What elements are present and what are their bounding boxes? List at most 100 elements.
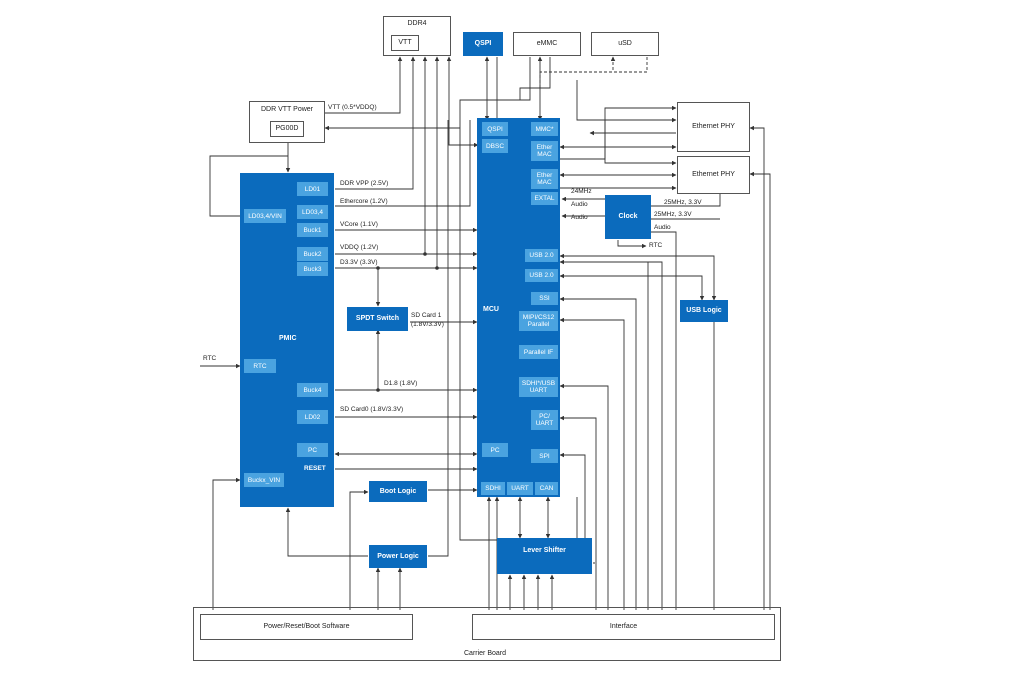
signal-24mhz: 24MHz [571,188,592,195]
mcu-ssi: SSI [531,292,558,305]
mcu-mipi-csi2: MIPI/CS12 Parallel [519,311,558,331]
pmic-buckx-vin-label: Buckx_VIN [247,476,281,484]
pmic-pc: PC [297,443,328,457]
pmic-ldo34-vin: LD03,4/VIN [244,209,286,223]
emmc-chip-label: eMMC [536,40,558,47]
level-shifter-label: Lever Shifter [523,547,566,554]
mcu-dbsc-label: DBSC [485,142,505,150]
power-reset-boot-software-label: Power/Reset/Boot Software [263,623,350,630]
pmic-buckx-vin: Buckx_VIN [244,473,284,487]
power-logic-block: Power Logic [369,545,427,568]
mcu-dbsc: DBSC [482,139,508,153]
clock-block: Clock [605,195,651,239]
mcu-spi-label: SPI [539,452,550,460]
ddr4-label: DDR4 [407,20,427,27]
pmic-ldo34: LD03,4 [297,205,328,219]
signal-d18: D1.8 (1.8V) [384,380,418,387]
signal-audio-2: Audio [571,214,588,221]
signal-rtc-in: RTC [203,355,217,362]
spdt-switch-label: SPDT Switch [355,315,400,322]
mcu-pc-label: PC [490,446,500,454]
mcu-usb20-1: USB 2.0 [525,249,558,262]
signal-vcore: VCore (1.1V) [340,221,378,228]
pmic-ldo1: LD01 [297,182,328,196]
usb-logic-label: USB Logic [686,307,722,314]
ddr4-vtt-label: VTT [398,39,412,46]
pmic-rtc-label: RTC [253,362,267,370]
mcu-sdhi-usb-uart-label: SDHI*/USB UART [521,380,556,394]
mcu-can: CAN [535,482,558,495]
boot-logic-label: Boot Logic [379,487,417,495]
pmic-rtc: RTC [244,359,276,373]
signal-rtc-out: RTC [649,242,663,249]
pmic-buck3-label: Buck3 [303,265,322,273]
mcu-uart: UART [507,482,533,495]
boot-logic-block: Boot Logic [369,481,427,502]
clock-label: Clock [618,213,638,220]
ddr4-vtt-pin: VTT [391,35,419,51]
signal-25mhz-1: 25MHz, 3.3V [664,199,702,206]
pmic-buck4: Buck4 [297,383,328,397]
mcu-qspi-label: QSPI [487,125,503,133]
carrier-board-label: Carrier Board [464,650,507,657]
ddr-vtt-power-label: DDR VTT Power [261,106,313,113]
signal-sd-card1-line1: SD Card 1 [411,312,442,319]
pmic-ldo34-vin-label: LD03,4/VIN [248,212,282,220]
pmic-label: PMIC [279,335,297,342]
interface-label: Interface [609,623,638,630]
pmic-buck1: Buck1 [297,223,328,237]
mcu-usb20-1-label: USB 2.0 [529,252,554,259]
mcu-can-label: CAN [539,485,554,492]
pmic-pc-label: PC [307,446,318,454]
emmc-chip: eMMC [513,32,581,56]
signal-vtt-vddq: VTT (0.5*VDDQ) [328,104,377,111]
ethernet-phy-1-label: Ethernet PHY [692,123,735,130]
pmic-ldo1-label: LD01 [304,185,321,193]
mcu-mipi-csi2-label: MIPI/CS12 Parallel [522,314,555,328]
mcu-pc-uart-label: PC/ UART [535,413,554,427]
mcu-mmc: MMC* [531,122,558,136]
signal-25mhz-2: 25MHz, 3.3V [654,211,692,218]
mcu-pc: PC [482,443,508,457]
pmic-buck1-label: Buck1 [303,226,322,234]
mcu-parallel-if: Parallel IF [519,345,558,359]
pmic-ldo34-label: LD03,4 [302,208,323,216]
pmic-ldo2-label: LD02 [304,413,321,421]
mcu-label: MCU [483,306,499,313]
mcu-qspi: QSPI [482,122,508,136]
signal-sd-card0: SD Card0 (1.8V/3.3V) [340,406,404,413]
spdt-switch-block: SPDT Switch [347,307,408,331]
interface-block: Interface [472,614,775,640]
mcu-ether-mac-2-label: Ether MAC [536,172,553,186]
pgood-label: PG00D [275,125,299,132]
pmic-buck2: Buck2 [297,247,328,261]
mcu-ssi-label: SSI [539,295,550,302]
qspi-chip: QSPI [463,32,503,56]
usd-chip: uSD [591,32,659,56]
mcu-ether-mac-2: Ether MAC [531,169,558,189]
mcu-pc-uart: PC/ UART [531,410,558,430]
signal-vddq: VDDQ (1.2V) [340,244,379,251]
pmic-reset-label: RESET [304,465,326,472]
power-reset-boot-software: Power/Reset/Boot Software [200,614,413,640]
mcu-ether-mac-1-label: Ether MAC [536,144,553,158]
signal-audio-1: Audio [571,201,588,208]
ethernet-phy-2: Ethernet PHY [677,156,750,194]
usb-logic-block: USB Logic [680,300,728,322]
mcu-parallel-if-label: Parallel IF [523,348,554,356]
pmic-buck2-label: Buck2 [303,250,322,258]
signal-sd-card1-line2: (1.8V/3.3V) [411,321,444,328]
mcu-sdhi-usb-uart: SDHI*/USB UART [519,377,558,397]
signal-audio-3: Audio [654,224,671,231]
mcu-extal: EXTAL [531,192,558,205]
mcu-ether-mac-1: Ether MAC [531,141,558,161]
power-logic-label: Power Logic [377,552,419,560]
ethernet-phy-2-label: Ethernet PHY [692,171,735,178]
mcu-mmc-label: MMC* [535,125,554,133]
mcu-usb20-2: USB 2.0 [525,269,558,282]
signal-ddr-vpp: DDR VPP (2.5V) [340,180,389,187]
signal-d33: D3.3V (3.3V) [340,259,378,266]
carrier-board-frame [193,607,781,661]
